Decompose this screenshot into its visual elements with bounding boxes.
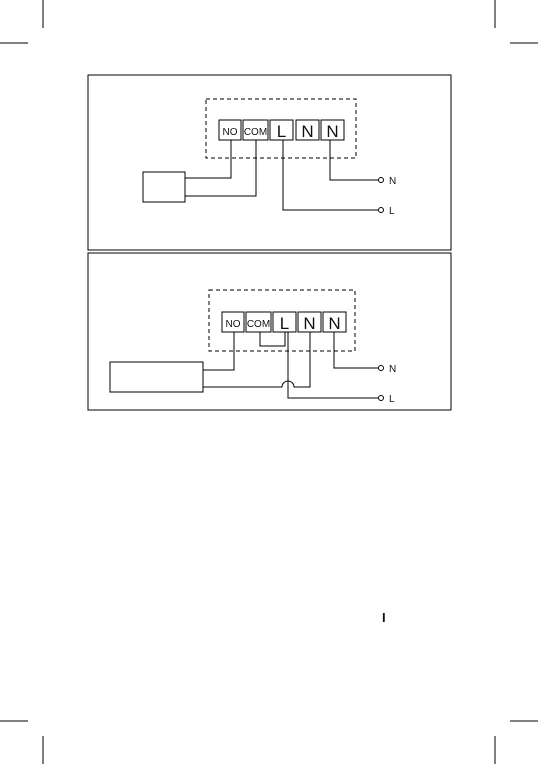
diagram-2-terminal-dot-l (379, 396, 384, 401)
diagram-2-load-box (110, 362, 203, 392)
diagram-2-output-l: L (389, 394, 395, 405)
diagram-1-output-n: N (389, 176, 396, 187)
diagram-1-terminal-l: L (277, 122, 286, 141)
diagram-2-terminal-com: COM (247, 319, 270, 330)
diagram-1-terminal-n2: N (326, 122, 338, 141)
stray-mark: I (382, 610, 386, 625)
diagram-1-terminal-dot-n (379, 178, 384, 183)
diagram-1-output-l: L (389, 206, 395, 217)
diagram-2-terminal-l: L (280, 314, 289, 333)
wiring-diagram-2: NO COM L N N N L (88, 253, 451, 410)
diagram-2-terminal-dot-n (379, 366, 384, 371)
diagram-2-output-n: N (389, 364, 396, 375)
diagram-2-terminal-n1: N (303, 314, 315, 333)
diagram-1-terminal-dot-l (379, 208, 384, 213)
diagram-2-terminal-n2: N (328, 314, 340, 333)
diagram-1-wires (185, 140, 378, 210)
diagram-1-terminal-n1: N (301, 122, 313, 141)
diagram-2-wires (203, 332, 378, 398)
diagram-2-terminal-no: NO (226, 319, 241, 330)
wiring-diagram-1: NO COM L N N N L (88, 75, 451, 250)
diagram-1-load-box (143, 172, 185, 202)
diagram-1-frame (88, 75, 451, 250)
diagram-1-terminal-no: NO (223, 127, 238, 138)
diagram-1-terminal-com: COM (244, 127, 267, 138)
